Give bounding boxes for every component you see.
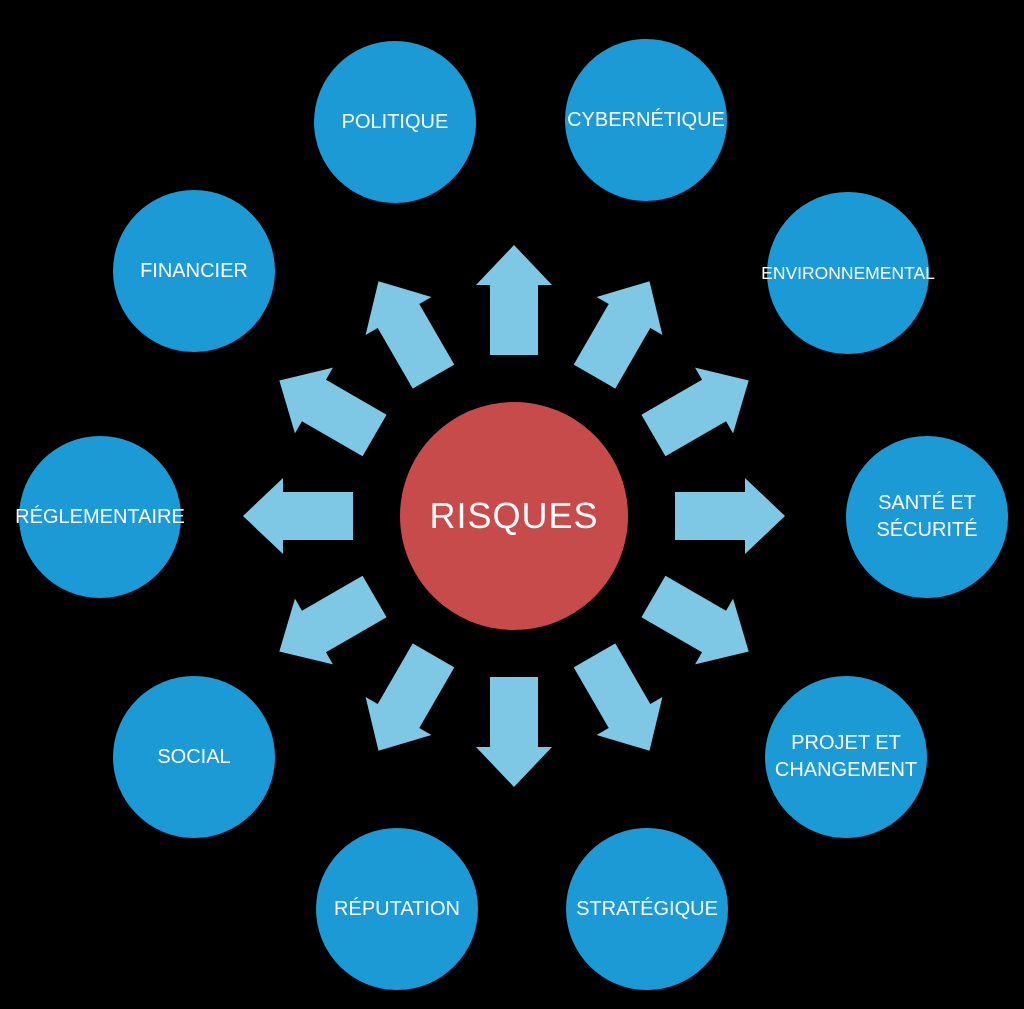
node-cybernetique-label: CYBERNÉTIQUE (567, 108, 725, 131)
node-financier: FINANCIER (113, 190, 275, 352)
node-projet-et-changement: PROJET ET CHANGEMENT (765, 676, 927, 838)
radial-arrow-icon (675, 478, 785, 554)
radial-arrow-icon (641, 575, 749, 665)
node-strategique: STRATÉGIQUE (566, 828, 728, 990)
node-financier-label: FINANCIER (140, 259, 248, 282)
node-sante-et-securite: SANTÉ ET SÉCURITÉ (846, 436, 1008, 598)
radial-arrow-icon (573, 643, 663, 751)
node-reputation-label: RÉPUTATION (334, 897, 460, 920)
radial-arrow-icon (476, 245, 552, 355)
node-reglementaire-label: RÉGLEMENTAIRE (15, 505, 185, 528)
center-risques-circle: RISQUES (400, 402, 628, 630)
node-politique: POLITIQUE (314, 41, 476, 203)
node-reputation: RÉPUTATION (316, 828, 478, 990)
radial-arrow-icon (279, 367, 387, 457)
radial-arrow-icon (279, 575, 387, 665)
node-strategique-label: STRATÉGIQUE (576, 897, 718, 920)
radial-arrow-icon (365, 643, 455, 751)
node-politique-label: POLITIQUE (341, 110, 449, 133)
node-environnemental-label: ENVIRONNEMENTAL (761, 262, 935, 283)
node-social: SOCIAL (113, 676, 275, 838)
node-social-label: SOCIAL (157, 745, 231, 768)
radial-arrow-icon (365, 281, 455, 389)
radial-arrow-icon (641, 367, 749, 457)
node-projet-et-changement-label: PROJET ET CHANGEMENT (774, 732, 918, 781)
center-risques-label: RISQUES (429, 495, 599, 536)
radial-arrow-icon (243, 478, 353, 554)
node-sante-et-securite-label: SANTÉ ET SÉCURITÉ (876, 492, 978, 541)
node-reglementaire: RÉGLEMENTAIRE (15, 436, 185, 598)
node-cybernetique: CYBERNÉTIQUE (565, 39, 727, 201)
node-environnemental: ENVIRONNEMENTAL (761, 192, 935, 354)
radial-arrow-icon (476, 677, 552, 787)
radial-arrow-icon (573, 281, 663, 389)
